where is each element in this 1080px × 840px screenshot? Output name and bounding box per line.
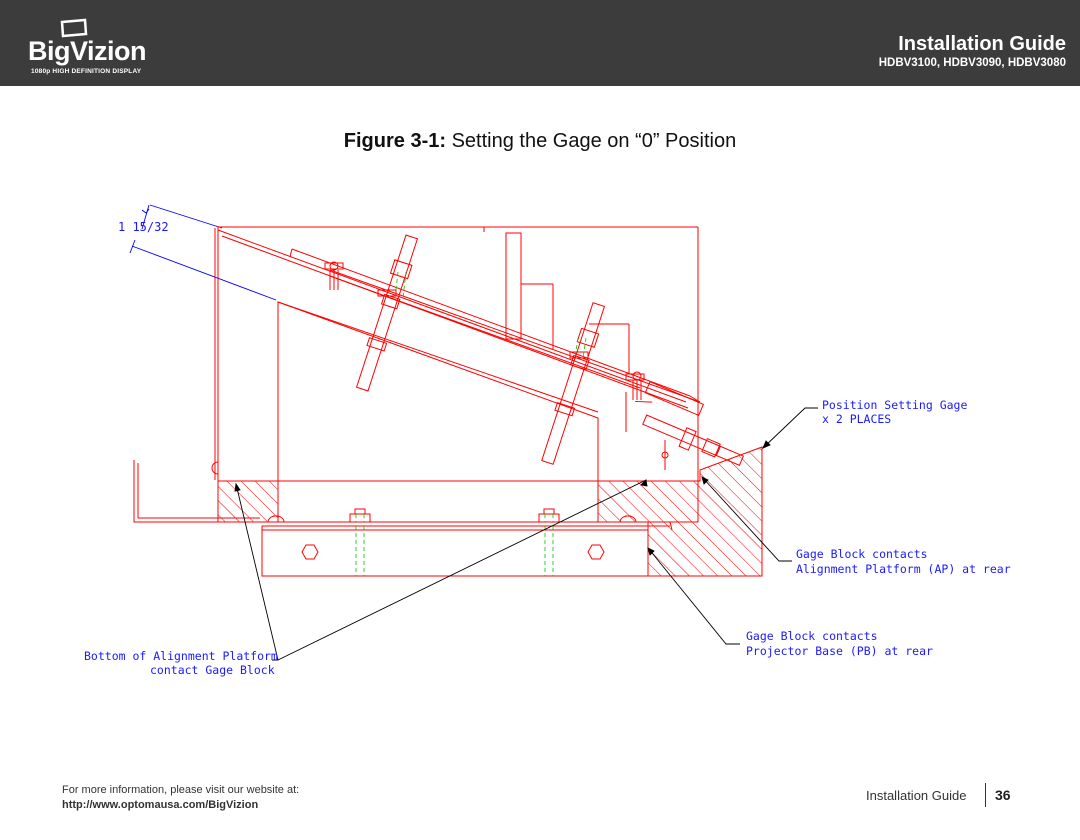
page-header: BigVizion 1080p HIGH DEFINITION DISPLAY …: [0, 0, 1080, 86]
leader-lines: [234, 407, 818, 661]
figure-caption: Figure 3-1: Setting the Gage on “0” Posi…: [0, 130, 1080, 153]
header-title: Installation Guide: [898, 33, 1066, 55]
brand-logo: BigVizion 1080p HIGH DEFINITION DISPLAY: [28, 18, 168, 78]
callout-bottom-line1: Bottom of Alignment Platform: [84, 649, 278, 663]
figure-title: Setting the Gage on “0” Position: [451, 130, 737, 152]
footer-url[interactable]: http://www.optomausa.com/BigVizion: [62, 799, 259, 811]
dimension-lines: [129, 204, 277, 301]
callout-pb-line1: Gage Block contacts: [746, 629, 878, 643]
stud-centerlines: [355, 271, 587, 576]
callout-bottom-line2: contact Gage Block: [150, 663, 275, 677]
footer-guide-label: Installation Guide: [866, 788, 967, 803]
technical-drawing: 1 15/32: [84, 204, 1011, 677]
dimension-label: 1 15/32: [118, 220, 169, 234]
callout-gage-line1: Position Setting Gage: [822, 398, 967, 412]
footer-separator: [985, 783, 986, 807]
callout-pb-line2: Projector Base (PB) at rear: [746, 644, 933, 658]
screen-logo-icon: [60, 18, 88, 38]
header-models: HDBV3100, HDBV3090, HDBV3080: [878, 57, 1066, 69]
brand-name: BigVizion: [28, 36, 147, 66]
page-number: 36: [995, 787, 1011, 803]
callout-ap-line2: Alignment Platform (AP) at rear: [796, 562, 1011, 576]
callout-labels: Position Setting Gage x 2 PLACES Gage Bl…: [84, 398, 1011, 677]
brand-tagline: 1080p HIGH DEFINITION DISPLAY: [31, 68, 142, 75]
callout-gage-line2: x 2 PLACES: [822, 412, 891, 426]
callout-ap-line1: Gage Block contacts: [796, 547, 928, 561]
figure-number: Figure 3-1:: [343, 130, 447, 152]
footer-info: For more information, please visit our w…: [62, 784, 300, 796]
drawing-geometry: [133, 226, 763, 577]
